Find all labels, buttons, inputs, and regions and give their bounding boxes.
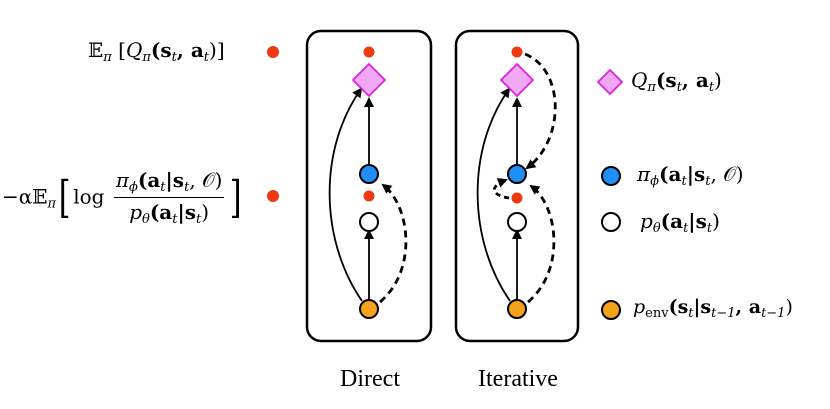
direct-box — [305, 29, 433, 343]
q-expectation-dot — [267, 46, 279, 58]
direct-mid-red-dot — [363, 190, 375, 202]
legend-q-marker — [596, 68, 624, 96]
iterative-box — [454, 29, 580, 343]
legend-prior-marker — [601, 212, 621, 232]
iterative-top-red-dot — [511, 46, 523, 58]
direct-panel — [305, 29, 433, 343]
iterative-env-node — [507, 299, 527, 319]
iterative-dashed-loop-to-pi — [493, 178, 510, 200]
legend-pi-label: πϕ(at|st, 𝒪) — [637, 162, 744, 189]
q-expectation-label: 𝔼π [Qπ(st, at)] — [88, 38, 225, 65]
iterative-pi-node — [507, 164, 527, 184]
direct-prior-node — [359, 212, 379, 232]
legend-env-label: penv(st|st−1, at−1) — [633, 296, 793, 321]
legend-q-label: Qπ(st, at) — [631, 68, 722, 95]
direct-top-red-dot — [363, 46, 375, 58]
iterative-mid-red-dot — [511, 192, 523, 204]
direct-env-node — [359, 299, 379, 319]
direct-arrow-env-to-q-curve — [328, 87, 363, 302]
direct-pi-node — [359, 164, 379, 184]
caption-direct: Direct — [340, 366, 400, 392]
iterative-dashed-top-to-pi — [524, 52, 557, 170]
iterative-arrow-env-to-q-curve — [476, 87, 511, 302]
legend-prior-label: pθ(at|st) — [640, 209, 720, 236]
iterative-q-node — [499, 62, 535, 98]
iterative-panel — [454, 29, 580, 343]
caption-iterative: Iterative — [478, 366, 558, 392]
iterative-prior-node — [507, 212, 527, 232]
kl-term-dot — [267, 190, 279, 202]
kl-term-label: −α𝔼π[log πϕ(at|st, 𝒪) pθ(at|st) ] — [2, 168, 243, 227]
direct-q-node — [351, 62, 387, 98]
iterative-dashed-env-to-pi — [527, 184, 556, 304]
legend-env-marker — [601, 300, 621, 320]
legend-pi-marker — [601, 166, 621, 186]
direct-dashed-env-to-pi — [379, 183, 408, 304]
